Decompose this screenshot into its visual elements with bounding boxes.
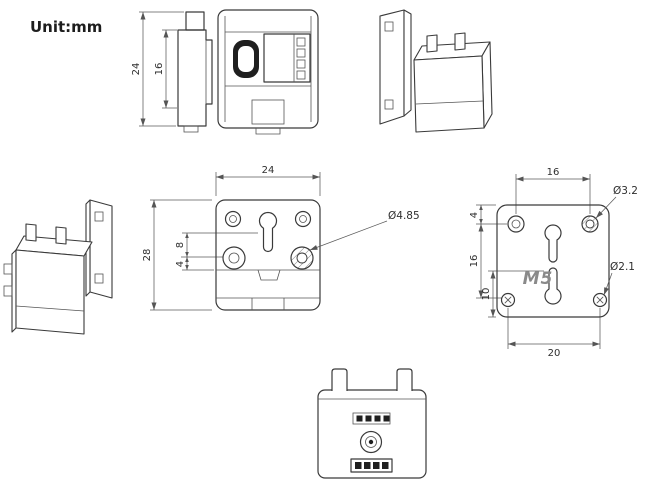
- callout-front-hole: Ø4.85: [309, 210, 420, 251]
- dim-label-side-24: 24: [131, 63, 142, 76]
- top-slot-inner: [238, 46, 254, 72]
- iso2-prong-1: [25, 223, 37, 242]
- top-bottom-pocket: [251, 99, 285, 125]
- dim-label-back-10: 10: [481, 288, 492, 301]
- callout-back-hole-bottom: Ø2.1: [603, 261, 635, 296]
- front-notch: [257, 269, 281, 281]
- dimension-side-feature: 16: [154, 29, 177, 109]
- mounting-hole-front-right: [294, 210, 312, 228]
- dimension-side-height: 24: [131, 11, 184, 127]
- iso2-plate-notch-top: [94, 211, 104, 222]
- dimension-back-bottom-spacing: 20: [507, 308, 601, 359]
- dim-label-front-8: 8: [175, 242, 186, 248]
- mounting-hole-back-left-inner: [511, 219, 521, 229]
- dim-label-back-4: 4: [469, 212, 480, 218]
- dimension-front-4: 4: [175, 257, 214, 271]
- dim-label-back-16-left: 16: [469, 255, 480, 268]
- iso1-plate-front: [379, 9, 405, 125]
- large-hole-right-inner: [296, 252, 308, 264]
- side-connector: [185, 11, 205, 31]
- iso2-plate-notch-bottom: [94, 273, 104, 284]
- bottom-header-top: [352, 412, 391, 425]
- iso1-plate-notch-bottom: [384, 99, 394, 110]
- bottom-view: [317, 368, 427, 479]
- front-body-outline: [215, 199, 321, 311]
- screw-back-right: [592, 292, 608, 308]
- dimension-front-height: 28: [142, 199, 212, 311]
- iso2-side-tab-1: [3, 263, 13, 275]
- callout-label-back-hole-top: Ø3.2: [613, 185, 638, 197]
- m5-logo: M5: [523, 269, 554, 289]
- bottom-body-outline: [317, 389, 427, 479]
- iso-view-top-right: [379, 9, 493, 133]
- callout-back-hole-top: Ø3.2: [595, 185, 638, 219]
- large-hole-left: [222, 246, 246, 270]
- sensor-bullseye: [359, 430, 383, 454]
- dimension-back-top-spacing: 16: [515, 167, 591, 214]
- iso1-body-front: [413, 55, 485, 133]
- callout-label-back-hole-bottom: Ø2.1: [610, 261, 635, 273]
- iso1-prong-1: [426, 34, 438, 53]
- mounting-hole-back-right-inner: [585, 219, 595, 229]
- bottom-prong-1: [331, 368, 348, 391]
- keyhole-slot-back-top: [544, 224, 562, 263]
- iso2-prong-2: [55, 226, 67, 245]
- iso1-plate-side: [403, 9, 412, 117]
- top-connector-pins: [296, 37, 306, 80]
- keyhole-slot-back-bottom: [544, 267, 562, 305]
- unit-label: Unit:mm: [30, 18, 102, 36]
- bottom-prong-2: [396, 368, 413, 391]
- top-body-outline: [217, 9, 319, 129]
- iso2-body-seam: [15, 305, 85, 312]
- dimension-back-4: 4: [469, 204, 507, 225]
- top-view: [217, 9, 319, 135]
- dim-label-back-16-top: 16: [547, 167, 560, 178]
- large-hole-left-inner: [228, 252, 240, 264]
- keyhole-slot-front: [258, 211, 278, 253]
- iso1-prong-2: [454, 32, 466, 51]
- iso1-body-seam: [415, 100, 484, 105]
- top-connector-housing: [263, 33, 311, 83]
- mounting-hole-front-left: [224, 210, 242, 228]
- iso-view-left: [3, 199, 113, 335]
- side-body-outline: [177, 29, 213, 127]
- dim-label-front-28: 28: [142, 249, 153, 262]
- dim-label-front-4: 4: [175, 261, 186, 267]
- mounting-hole-back-left: [507, 215, 525, 233]
- top-bottom-tab: [255, 128, 281, 135]
- back-view: 16 4 16 10 20 M: [469, 167, 638, 359]
- dimension-front-width: 24: [215, 165, 321, 196]
- front-view: 24 28 8 4: [142, 165, 420, 311]
- mounting-hole-front-left-inner: [229, 215, 237, 223]
- callout-label-front-hole: Ø4.85: [388, 210, 420, 222]
- bottom-header-bottom: [350, 458, 393, 473]
- side-foot-tab: [183, 125, 199, 133]
- dimension-back-16-left: 16: [469, 224, 502, 299]
- dim-label-back-20: 20: [548, 348, 561, 359]
- side-view: 24 16: [131, 11, 213, 133]
- iso2-side-tab-2: [3, 285, 13, 297]
- screw-back-left: [500, 292, 516, 308]
- iso2-body-side: [11, 249, 17, 333]
- mounting-hole-front-right-inner: [299, 215, 307, 223]
- iso2-body-front: [15, 249, 85, 335]
- back-body-outline: [496, 204, 610, 318]
- dim-label-front-24: 24: [262, 165, 275, 176]
- iso1-plate-notch-top: [384, 21, 394, 32]
- dim-label-side-16: 16: [154, 63, 165, 76]
